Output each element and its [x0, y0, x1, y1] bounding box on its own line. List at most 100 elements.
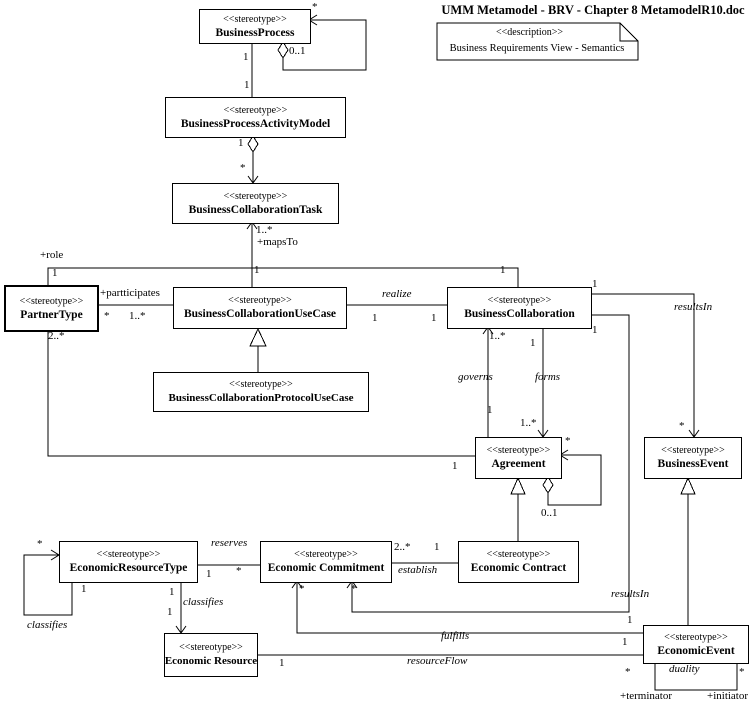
page-title: UMM Metamodel - BRV - Chapter 8 Metamode… — [441, 3, 745, 17]
class-name: BusinessEvent — [657, 458, 729, 470]
class-name: Economic Commitment — [267, 562, 385, 574]
assoc-classifies-self: classifies — [27, 619, 68, 631]
assoc-forms: forms — [535, 371, 561, 383]
mult-establish-ecmt-end: 2..* — [394, 541, 411, 553]
stereotype-label: <<stereotype>> — [661, 445, 725, 456]
generalization-triangle-icon — [680, 476, 696, 495]
class-economic-contract[interactable]: <<stereotype>> Economic Contract — [458, 541, 579, 583]
class-economic-resource[interactable]: <<stereotype>> Economic Resource — [164, 633, 258, 677]
class-business-collaboration-task[interactable]: <<stereotype>> BusinessCollaborationTask — [172, 183, 339, 224]
mult-role-bc-end: 1 — [500, 264, 506, 276]
mult-resultsin-bc-end: 1 — [592, 278, 598, 290]
mult-establish-contract-end: 1 — [434, 541, 440, 553]
assoc-resultsin-bottom: resultsIn — [611, 588, 650, 600]
assoc-governs: governs — [458, 371, 493, 383]
assoc-realize: realize — [382, 288, 412, 300]
class-name: BusinessCollaborationUseCase — [183, 308, 337, 320]
mult-bpam-diamond: 1 — [238, 137, 244, 149]
assoc-classifies: classifies — [183, 596, 224, 608]
mult-bct-end: * — [240, 162, 246, 174]
mult-bp-end: 1 — [243, 51, 249, 63]
mult-bp-self-zero-or-one: 0..1 — [289, 45, 306, 57]
class-economic-commitment[interactable]: <<stereotype>> Economic Commitment — [260, 541, 392, 583]
class-business-collaboration-use-case[interactable]: <<stereotype>> BusinessCollaborationUseC… — [173, 287, 347, 329]
assoc-role: +role — [40, 249, 64, 261]
assoc-initiator-role: +initiator — [707, 690, 749, 702]
class-name: Economic Resource — [164, 655, 258, 667]
class-name: BusinessProcess — [215, 26, 295, 39]
mult-bpam-end: 1 — [244, 79, 250, 91]
mult-resultsin2-ecmt-end: * — [351, 583, 357, 595]
stereotype-label: <<stereotype>> — [19, 295, 84, 307]
mult-fulfills-ee-end: 1 — [627, 614, 633, 626]
mult-forms-bc-end: 1 — [530, 337, 536, 349]
mult-ert-self-many: * — [37, 538, 43, 550]
class-name: Economic Contract — [470, 562, 567, 574]
stereotype-label: <<stereotype>> — [486, 445, 551, 456]
class-partner-type[interactable]: <<stereotype>> PartnerType — [4, 285, 99, 332]
mult-resourceflow-ee-end: 1 — [622, 636, 628, 648]
mult-ert-self-one: 1 — [81, 583, 87, 595]
mult-resourceflow-er-end: 1 — [279, 657, 285, 669]
class-economic-event[interactable]: <<stereotype>> EconomicEvent — [643, 625, 749, 664]
mult-resultsin2-bc-end: 1 — [592, 324, 598, 336]
class-name: EconomicEvent — [657, 644, 735, 657]
class-business-event[interactable]: <<stereotype>> BusinessEvent — [644, 437, 742, 479]
note-text: Business Requirements View - Semantics — [449, 43, 625, 54]
stereotype-label: <<stereotype>> — [294, 549, 358, 560]
mult-reserves-ert-end: 1 — [206, 568, 212, 580]
assoc-fulfills: fulfills — [441, 630, 470, 642]
mult-pt-agreement-agr-end: 1 — [452, 460, 458, 472]
mult-reserves-ecmt-end: * — [236, 565, 242, 577]
aggregation-diamond-icon — [542, 476, 554, 494]
class-name: Agreement — [491, 458, 546, 470]
stereotype-label: <<stereotype>> — [664, 631, 728, 643]
mult-governs-bc-end: 1..* — [489, 330, 506, 342]
mult-realize-bc-end: 1 — [431, 312, 437, 324]
stereotype-label: <<stereotype>> — [223, 190, 288, 202]
assoc-resultsin-top: resultsIn — [674, 301, 713, 313]
mult-fulfills-ecmt-end: * — [299, 583, 305, 595]
mult-pt-agreement-pt-end: 2..* — [48, 330, 65, 342]
mult-resultsin-be-end: * — [679, 420, 685, 432]
assoc-reserves: reserves — [211, 537, 248, 549]
mult-duality-initiator-many: * — [739, 666, 745, 678]
mult-agreement-self-many: * — [565, 435, 571, 447]
class-business-process[interactable]: <<stereotype>> BusinessProcess — [199, 9, 311, 44]
class-name: PartnerType — [20, 308, 83, 321]
class-business-collaboration-protocol-use-case[interactable]: <<stereotype>> BusinessCollaborationProt… — [153, 372, 369, 412]
class-economic-resource-type[interactable]: <<stereotype>> EconomicResourceType — [59, 541, 198, 583]
class-business-collaboration[interactable]: <<stereotype>> BusinessCollaboration — [447, 287, 592, 329]
mult-governs-agr-end: 1 — [487, 404, 493, 416]
mult-duality-terminator-many: * — [625, 666, 631, 678]
class-business-process-activity-model[interactable]: <<stereotype>> BusinessProcessActivityMo… — [165, 97, 346, 138]
class-name: EconomicResourceType — [69, 562, 188, 574]
mult-classifies-er-end: 1 — [167, 606, 173, 618]
class-name: BusinessCollaborationTask — [188, 203, 323, 216]
mult-mapsto-bct-end: 1..* — [256, 224, 273, 236]
class-name: BusinessProcessActivityModel — [180, 117, 331, 130]
generalization-triangle-icon — [510, 476, 526, 495]
assoc-duality: duality — [669, 663, 700, 675]
stereotype-label: <<stereotype>> — [486, 549, 551, 560]
class-agreement[interactable]: <<stereotype>> Agreement — [475, 437, 562, 479]
note-shape — [436, 22, 639, 61]
stereotype-label: <<stereotype>> — [223, 13, 287, 25]
mult-realize-bcuc-end: 1 — [372, 312, 378, 324]
mult-classifies-ert-end: 1 — [169, 586, 175, 598]
mult-bp-self-many: * — [312, 1, 318, 13]
assoc-establish: establish — [398, 564, 438, 576]
assoc-participates: +partticipates — [100, 287, 160, 299]
stereotype-label: <<stereotype>> — [223, 104, 288, 116]
note-stereotype: <<description>> — [496, 27, 563, 38]
assoc-terminator-role: +terminator — [620, 690, 673, 702]
assoc-mapsto: +mapsTo — [257, 236, 298, 248]
mult-participates-pt-end: * — [104, 310, 110, 322]
stereotype-label: <<stereotype>> — [179, 642, 243, 653]
mult-forms-agr-end: 1..* — [520, 417, 537, 429]
aggregation-diamond-icon — [247, 135, 259, 153]
stereotype-label: <<stereotype>> — [228, 295, 292, 306]
mult-participates-bcuc-end: 1..* — [129, 310, 146, 322]
generalization-triangle-icon — [249, 327, 267, 347]
